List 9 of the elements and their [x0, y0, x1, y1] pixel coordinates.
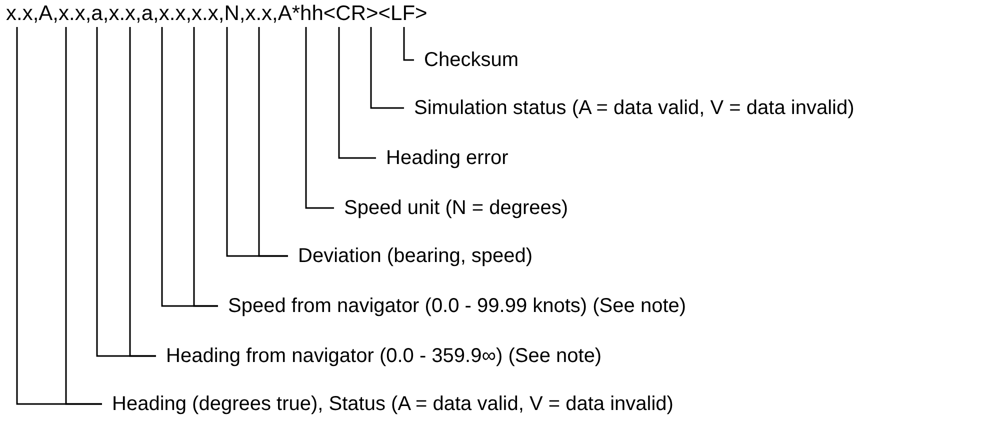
leader-line	[305, 27, 334, 209]
sentence-format: x.x,A,x.x,a,x.x,a,x.x,x.x,N,x.x,A*hh<CR><LF>	[4, 2, 430, 26]
leader-line	[370, 27, 404, 109]
leader-line	[129, 27, 156, 357]
leader-line	[338, 27, 376, 159]
leader-line	[193, 27, 218, 307]
leader-line	[258, 27, 288, 257]
leader-line	[65, 27, 102, 405]
leader-line	[403, 27, 414, 61]
